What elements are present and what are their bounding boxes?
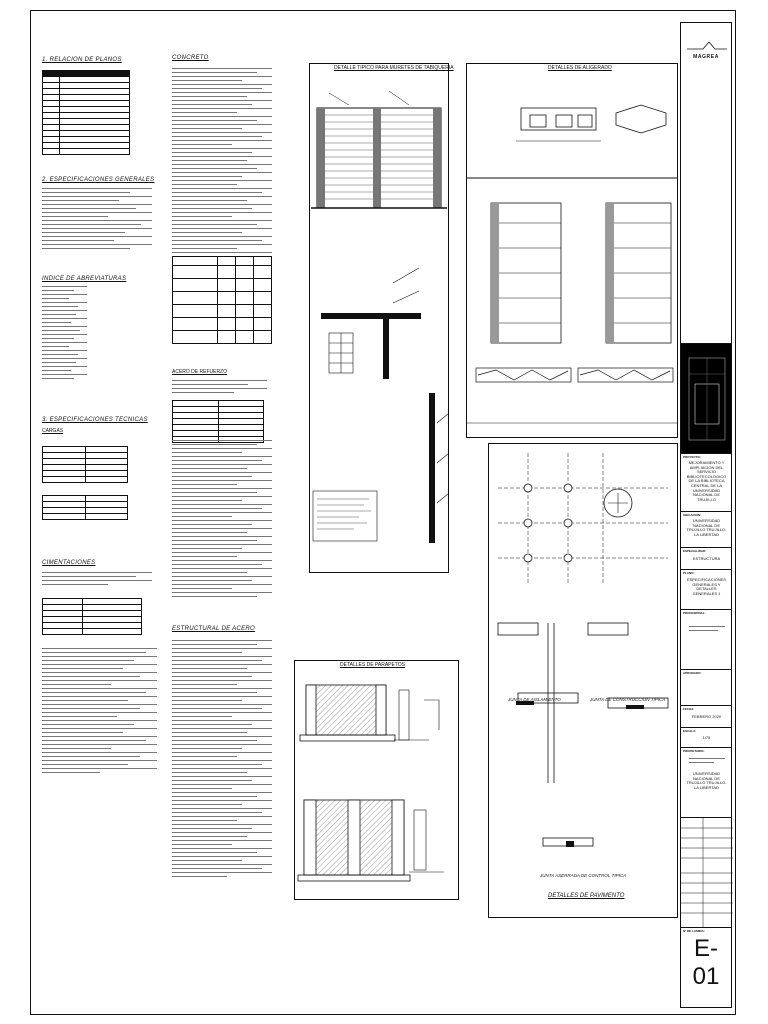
key-plan (681, 343, 731, 453)
general-spec-text (42, 188, 152, 252)
heading-concreto: CONCRETO (172, 55, 209, 61)
lap-splice-table (172, 400, 264, 443)
aprobado-label: APROBADO: (683, 671, 702, 675)
propietario-signature-text (689, 758, 725, 766)
detail-tabiqueria-frame (309, 63, 449, 573)
plano-value: ESPECIFICACIONES GENERALES Y DETALLES GE… (686, 577, 727, 596)
proyecto-cell: PROYECTO: MEJORAMIENTO Y AMPLIACION DEL … (681, 453, 731, 511)
escala-label: ESCALA: (683, 729, 697, 733)
detail-tabiqueria-drawing (311, 90, 450, 543)
heading-especificaciones-generales: 2. ESPECIFICACIONES GENERALES (42, 177, 155, 183)
especialidad-label: ESPECIALIDAD: (683, 549, 707, 553)
abbreviations-list (42, 286, 87, 382)
foundations-table (42, 598, 143, 635)
foundations-text (42, 572, 152, 588)
heading-relacion-planos: 1. RELACION DE PLANOS (42, 57, 122, 63)
detail-pavimento-frame (488, 443, 678, 918)
propietario-label: PROPIETARIO: (683, 749, 705, 753)
loads-table-2 (42, 495, 128, 520)
escala-value: 1/75 (702, 735, 711, 740)
heading-cimentaciones: CIMENTACIONES (42, 560, 96, 566)
detail-aligerado-frame (466, 63, 678, 438)
plano-label: PLANO: (683, 571, 695, 575)
junta-contraccion-label: JUNTA ASERRADA DE CONTROL TIPICA (540, 873, 627, 878)
foundations-notes (42, 648, 157, 776)
heading-especificaciones-tecnicas: 3. ESPECIFICACIONES TECNICAS (42, 417, 148, 423)
sheet-number: E-01 (692, 935, 720, 990)
sheet-number-cell: Nº DE LAMINA: E-01 (681, 927, 731, 1009)
detail-parapetos-title: DETALLES DE PARAPETOS (340, 662, 406, 668)
fecha-cell: FECHA: FEBRERO 2020 (681, 705, 731, 727)
profesional-cell: PROFESIONAL: (681, 609, 731, 669)
fecha-value: FEBRERO 2020 (691, 714, 722, 719)
propietario-value: UNIVERSIDAD NACIONAL DE TRUJILLO TRUJILL… (686, 771, 727, 790)
heading-acero-refuerzo: ACERO DE REFUERZO (172, 369, 228, 375)
drawing-list-table (41, 70, 130, 155)
heading-cargas: CARGAS (42, 428, 64, 434)
detail-parapetos-frame (294, 660, 459, 900)
reinforcement-notes (172, 440, 272, 600)
ubicacion-cell: UBICACION: UNIVERSIDAD NACIONAL DE TRUJI… (681, 511, 731, 547)
profesional-label: PROFESIONAL: (683, 611, 706, 615)
title-block: MAGREA PROYECTO: MEJORAMIENTO Y AMPLIACI… (680, 22, 733, 1009)
ubicacion-value: UNIVERSIDAD NACIONAL DE TRUJILLO TRUJILL… (686, 518, 727, 537)
detail-tabiqueria-title: DETALLE TIPICO PARA MURETES DE TABIQUERI… (334, 65, 454, 71)
revisions-grid (681, 818, 733, 928)
heading-indice-abreviaturas: INDICE DE ABREVIATURAS (42, 276, 127, 282)
logo-mark (687, 41, 727, 50)
detail-aligerado-drawing (466, 104, 678, 424)
detail-pavimento-title: DETALLES DE PAVIMENTO (548, 893, 625, 899)
structural-steel-notes (172, 640, 272, 880)
plano-cell: PLANO: ESPECIFICACIONES GENERALES Y DETA… (681, 569, 731, 609)
detail-aligerado-title: DETALLES DE ALIGERADO (548, 65, 612, 71)
especialidad-value: ESTRUCTURA (692, 556, 721, 561)
detail-pavimento-drawing (497, 453, 669, 847)
aprobado-cell: APROBADO: (681, 669, 731, 705)
proyecto-label: PROYECTO: (683, 455, 701, 459)
proyecto-value: MEJORAMIENTO Y AMPLIACION DEL SERVICIO B… (686, 460, 727, 502)
propietario-cell: PROPIETARIO: UNIVERSIDAD NACIONAL DE TRU… (681, 747, 731, 817)
ubicacion-label: UBICACION: (683, 513, 701, 517)
drawing-sheet (30, 10, 736, 1015)
junta-aislamiento-label: JUNTA DE AISLAMIENTO (508, 697, 561, 702)
heading-estructural-acero: ESTRUCTURAL DE ACERO (172, 626, 256, 632)
loads-table (42, 446, 128, 483)
concrete-strength-table (172, 256, 273, 344)
fecha-label: FECHA: (683, 707, 695, 711)
profesional-text (689, 626, 725, 634)
junta-construccion-label: JUNTA DE CONSTRUCCION TIPICA (590, 697, 666, 702)
revisions-cell (681, 817, 733, 928)
steel-notes (172, 380, 267, 396)
concrete-notes (172, 68, 272, 260)
sheet-number-label: Nº DE LAMINA: (683, 929, 705, 933)
logo-text: MAGREA (693, 54, 719, 60)
escala-cell: ESCALA: 1/75 (681, 727, 731, 747)
especialidad-cell: ESPECIALIDAD: ESTRUCTURA (681, 547, 731, 569)
detail-parapetos-drawing (297, 684, 444, 882)
